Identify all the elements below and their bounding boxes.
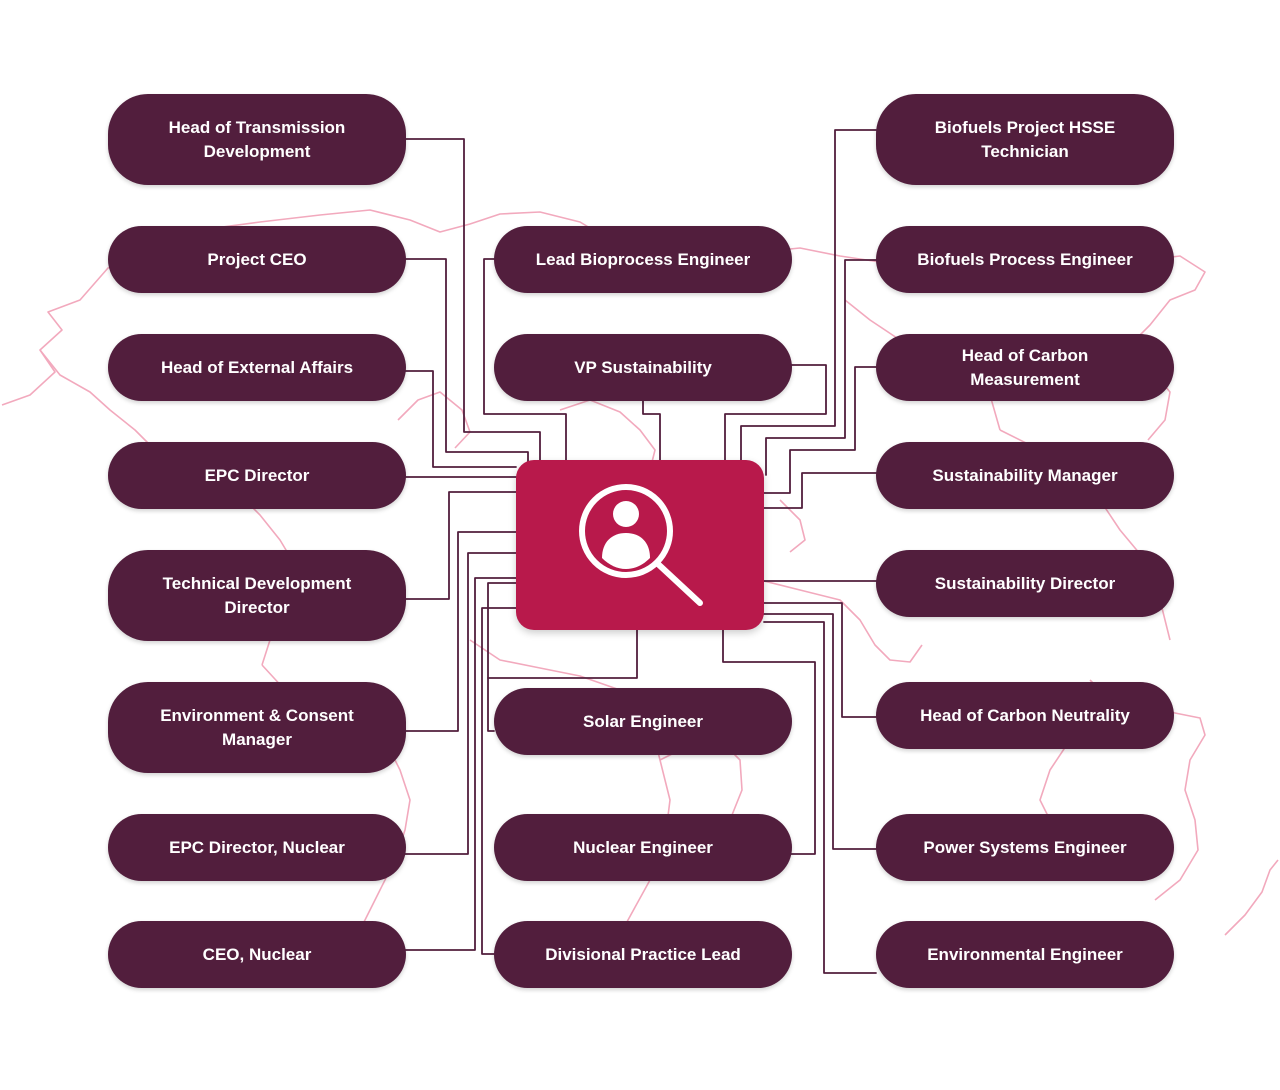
role-label: Head of Carbon Measurement xyxy=(961,345,1089,389)
role-label: Project CEO xyxy=(207,249,307,269)
connector-line xyxy=(724,364,827,461)
role-pill-environmental-engineer: Environmental Engineer xyxy=(876,921,1174,988)
role-label: Biofuels Project HSSE Technician xyxy=(934,117,1116,161)
connector-line xyxy=(404,577,517,951)
role-pill-epc-director: EPC Director xyxy=(108,442,406,509)
connector-line xyxy=(642,400,661,461)
role-pill-nuclear-engineer: Nuclear Engineer xyxy=(494,814,792,881)
role-label: Biofuels Process Engineer xyxy=(917,249,1133,269)
central-search-hub xyxy=(516,460,764,630)
connector-line xyxy=(763,613,877,850)
role-label: Head of Transmission Development xyxy=(168,117,346,161)
connector-line xyxy=(404,370,517,468)
connector-line xyxy=(740,129,877,461)
role-pill-biofuels-project-hsse-technician: Biofuels Project HSSE Technician xyxy=(876,94,1174,185)
role-pill-environment-consent-manager: Environment & Consent Manager xyxy=(108,682,406,773)
person-search-icon xyxy=(579,484,703,606)
role-pill-sustainability-manager: Sustainability Manager xyxy=(876,442,1174,509)
role-label: Sustainability Director xyxy=(934,573,1116,593)
role-pill-vp-sustainability: VP Sustainability xyxy=(494,334,792,401)
connector-line xyxy=(483,258,567,466)
role-pill-head-of-carbon-neutrality: Head of Carbon Neutrality xyxy=(876,682,1174,749)
connector-line xyxy=(763,602,877,718)
connector-line xyxy=(404,258,529,463)
role-label: EPC Director xyxy=(204,465,310,485)
role-label: Nuclear Engineer xyxy=(573,837,713,857)
role-label: Technical Development Director xyxy=(162,573,352,617)
role-label: Head of Carbon Neutrality xyxy=(920,705,1130,725)
role-pill-sustainability-director: Sustainability Director xyxy=(876,550,1174,617)
role-label: Lead Bioprocess Engineer xyxy=(535,249,751,269)
connector-line xyxy=(481,607,517,955)
role-label: Environmental Engineer xyxy=(927,944,1123,964)
role-pill-epc-director-nuclear: EPC Director, Nuclear xyxy=(108,814,406,881)
connector-line xyxy=(722,629,816,855)
role-pill-head-of-external-affairs: Head of External Affairs xyxy=(108,334,406,401)
role-label: Divisional Practice Lead xyxy=(545,944,741,964)
role-pill-divisional-practice-lead: Divisional Practice Lead xyxy=(494,921,792,988)
role-pill-technical-development-director: Technical Development Director xyxy=(108,550,406,641)
role-label: Head of External Affairs xyxy=(160,357,354,377)
role-label: Sustainability Manager xyxy=(932,465,1118,485)
role-pill-power-systems-engineer: Power Systems Engineer xyxy=(876,814,1174,881)
role-label: Power Systems Engineer xyxy=(923,837,1127,857)
role-label: Environment & Consent Manager xyxy=(160,705,354,749)
connector-line xyxy=(487,629,638,679)
connector-line xyxy=(404,531,517,732)
connector-line xyxy=(763,472,877,509)
connector-line xyxy=(404,138,541,461)
role-pill-solar-engineer: Solar Engineer xyxy=(494,688,792,755)
connector-line xyxy=(763,366,877,494)
role-pill-ceo-nuclear: CEO, Nuclear xyxy=(108,921,406,988)
connector-line xyxy=(487,582,517,732)
role-label: Solar Engineer xyxy=(583,711,703,731)
role-pill-biofuels-process-engineer: Biofuels Process Engineer xyxy=(876,226,1174,293)
role-label: CEO, Nuclear xyxy=(202,944,312,964)
role-label: VP Sustainability xyxy=(574,357,712,377)
role-label: EPC Director, Nuclear xyxy=(169,837,345,857)
connector-line xyxy=(404,491,517,600)
role-pill-lead-bioprocess-engineer: Lead Bioprocess Engineer xyxy=(494,226,792,293)
role-pill-head-of-carbon-measurement: Head of Carbon Measurement xyxy=(876,334,1174,401)
connector-line xyxy=(765,259,877,476)
connector-line xyxy=(404,552,517,855)
role-pill-head-of-transmission-development: Head of Transmission Development xyxy=(108,94,406,185)
connector-line xyxy=(763,621,877,974)
role-pill-project-ceo: Project CEO xyxy=(108,226,406,293)
